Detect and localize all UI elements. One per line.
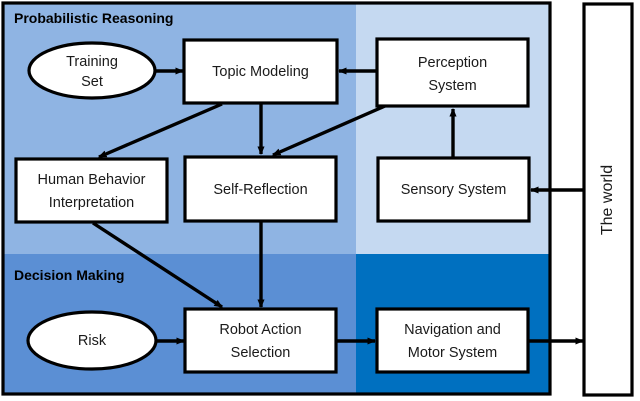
arrow-human-behavior-to-robot-action-selection bbox=[92, 221, 223, 309]
perception-system-shape bbox=[375, 37, 530, 108]
perception-system-label-line2: System bbox=[428, 78, 476, 94]
node-navigation-and-motor-system[interactable]: Navigation and Motor System bbox=[375, 307, 530, 374]
navigation-and-motor-system-shape bbox=[375, 307, 530, 374]
the-world-label: The world bbox=[599, 165, 616, 235]
main-panel-border bbox=[1, 1, 552, 396]
node-self-reflection[interactable]: Self-Reflection bbox=[183, 155, 338, 223]
node-training-set[interactable]: Training Set bbox=[27, 41, 157, 100]
training-set-label-line1: Training bbox=[66, 54, 118, 70]
topic-modeling-shape bbox=[182, 38, 339, 105]
training-set-shape bbox=[27, 41, 157, 100]
robot-action-selection-shape bbox=[183, 307, 338, 374]
node-perception-system[interactable]: Perception System bbox=[375, 37, 530, 108]
node-the-world[interactable]: The world bbox=[582, 2, 634, 397]
sensory-system-shape bbox=[376, 156, 531, 223]
risk-label: Risk bbox=[78, 333, 107, 349]
node-human-behavior-interpretation[interactable]: Human Behavior Interpretation bbox=[14, 157, 169, 224]
navigation-and-motor-system-label-line1: Navigation and bbox=[404, 322, 501, 338]
quadrant-label-probabilistic-reasoning: Probabilistic Reasoning bbox=[14, 10, 173, 26]
topic-modeling-label: Topic Modeling bbox=[212, 64, 309, 80]
arrow-layer bbox=[92, 67, 585, 345]
robot-action-selection-label-line2: Selection bbox=[231, 345, 291, 361]
human-behavior-interpretation-label-line2: Interpretation bbox=[49, 195, 134, 211]
risk-shape bbox=[26, 310, 158, 371]
the-world-shape bbox=[582, 2, 634, 397]
perception-system-label-line1: Perception bbox=[418, 55, 487, 71]
self-reflection-label: Self-Reflection bbox=[213, 182, 307, 198]
node-robot-action-selection[interactable]: Robot Action Selection bbox=[183, 307, 338, 374]
self-reflection-shape bbox=[183, 155, 338, 223]
arrow-topic-modeling-to-human-behavior bbox=[98, 102, 223, 159]
training-set-label-line2: Set bbox=[81, 74, 103, 90]
node-topic-modeling[interactable]: Topic Modeling bbox=[182, 38, 339, 105]
human-behavior-interpretation-label-line1: Human Behavior bbox=[38, 172, 146, 188]
robot-action-selection-label-line1: Robot Action bbox=[219, 322, 301, 338]
human-behavior-interpretation-shape bbox=[14, 157, 169, 224]
node-risk[interactable]: Risk bbox=[26, 310, 158, 371]
node-sensory-system[interactable]: Sensory System bbox=[376, 156, 531, 223]
navigation-and-motor-system-label-line2: Motor System bbox=[408, 345, 497, 361]
sensory-system-label: Sensory System bbox=[401, 182, 507, 198]
arrow-perception-system-to-self-reflection bbox=[272, 104, 386, 157]
quadrant-label-decision-making: Decision Making bbox=[14, 267, 124, 283]
